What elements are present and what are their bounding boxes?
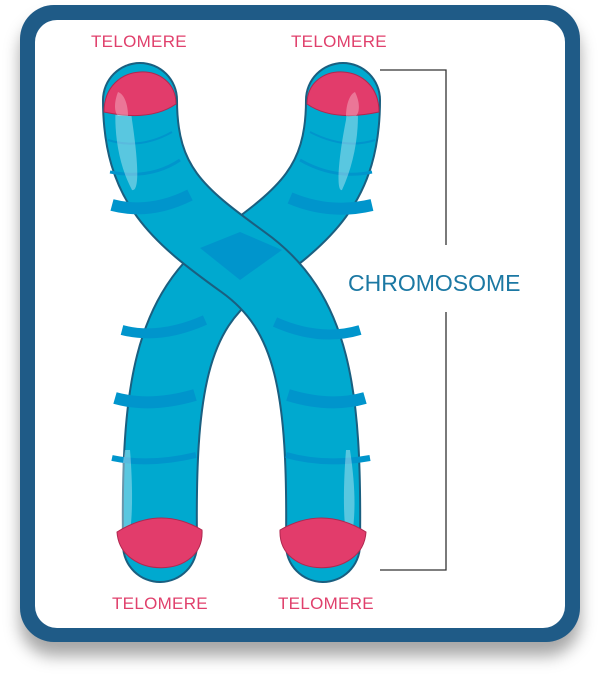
band (309, 131, 376, 145)
telomere-bottom-left-cap (116, 517, 203, 569)
telomere-label-bottom-left: TELOMERE (112, 594, 208, 613)
band (111, 452, 197, 465)
band (109, 158, 181, 176)
telomere-label-bottom-right: TELOMERE (278, 594, 374, 613)
telomere-label-top-right: TELOMERE (291, 32, 387, 51)
band (287, 192, 374, 215)
band (107, 131, 173, 145)
telomere-top-left-cap (103, 71, 177, 117)
band (285, 452, 371, 465)
band (110, 189, 193, 215)
band (113, 389, 197, 409)
centromere (200, 232, 282, 280)
telomere-caps (103, 71, 380, 569)
band (299, 158, 373, 176)
band (286, 389, 367, 409)
telomere-top-right-cap (306, 71, 380, 117)
telomere-bottom-right-cap (279, 517, 367, 569)
chromosome-bands (107, 131, 376, 465)
chromosome-label: CHROMOSOME (348, 270, 521, 296)
telomere-highlights (115, 92, 359, 116)
telomere-label-top-left: TELOMERE (91, 32, 187, 51)
band (272, 317, 362, 340)
band (120, 315, 208, 339)
chromosome-bracket (380, 69, 447, 571)
